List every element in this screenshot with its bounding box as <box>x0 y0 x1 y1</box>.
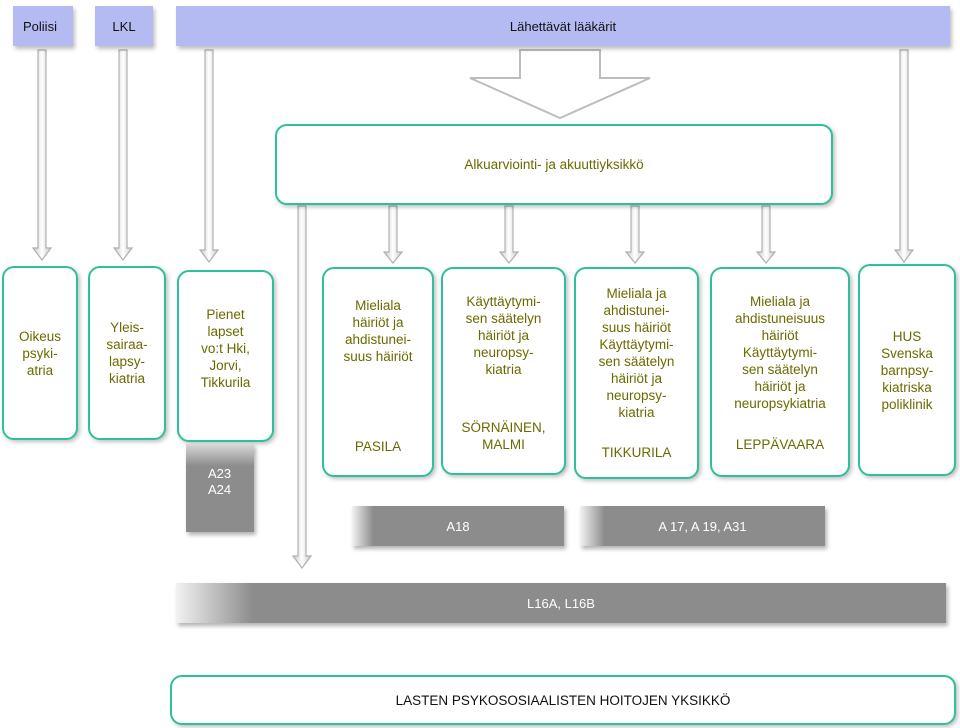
unit-hus-svenska: HUS Svenska barnpsy- kiatriska poliklini… <box>858 264 956 476</box>
location-pasila: PASILA <box>354 439 402 454</box>
location-tikkurila: TIKKURILA <box>601 445 672 460</box>
ward-a17-a19-a31: A 17, A 19, A31 <box>580 506 825 546</box>
location-leppavaara: LEPPÄVAARA <box>735 437 825 452</box>
arrow-header-hus <box>893 49 915 263</box>
arrow-poliisi-oikeus <box>31 49 53 261</box>
unit-sornainen-malmi: Käyttäytymi- sen säätelyn häiriöt ja neu… <box>441 267 566 475</box>
arrow-intake-leppavaara <box>755 205 777 264</box>
arrow-intake-l16 <box>291 205 313 569</box>
arrow-intake-sornainen <box>498 205 520 264</box>
unit-tikkurila: Mieliala ja ahdistunei- suus häiriöt Käy… <box>574 267 699 479</box>
header-poliisi: Poliisi <box>13 6 73 46</box>
unit-yleissairaalapsykiatria: Yleis- sairaa- lapsy- kiatria <box>88 266 166 440</box>
unit-oikeuspsykiatria: Oikeus psyki- atria <box>2 266 78 440</box>
unit-leppavaara: Mieliala ja ahdistuneisuus häiriöt Käytt… <box>710 267 850 477</box>
ward-l16a-l16b: L16A, L16B <box>176 583 946 623</box>
arrow-intake-pasila <box>382 205 404 264</box>
intake-unit-label: Alkuarviointi- ja akuuttiyksikkö <box>464 157 644 172</box>
arrow-header-pienet <box>198 49 220 263</box>
ward-a18: A18 <box>352 506 564 546</box>
unit-pienet-lapset: Pienet lapset vo:t Hki, Jorvi, Tikkurila <box>177 270 274 442</box>
ward-a23-a24: A23 A24 <box>186 444 254 532</box>
arrow-lkl-yleis <box>112 49 134 261</box>
footer-unit-label: LASTEN PSYKOSOSIAALISTEN HOITOJEN YKSIKK… <box>395 692 731 708</box>
arrow-intake-tikkurila <box>624 205 646 264</box>
footer-unit-box: LASTEN PSYKOSOSIAALISTEN HOITOJEN YKSIKK… <box>170 675 956 725</box>
location-sornainen-malmi: SÖRNÄINEN, MALMI <box>461 420 546 452</box>
big-down-arrow <box>469 49 651 120</box>
intake-unit-box: Alkuarviointi- ja akuuttiyksikkö <box>275 124 833 205</box>
unit-pasila: Mieliala häiriöt ja ahdistunei- suus häi… <box>322 267 434 477</box>
header-lahettavat-laakarit: Lähettävät lääkärit <box>176 6 950 46</box>
header-lkl: LKL <box>95 6 153 46</box>
